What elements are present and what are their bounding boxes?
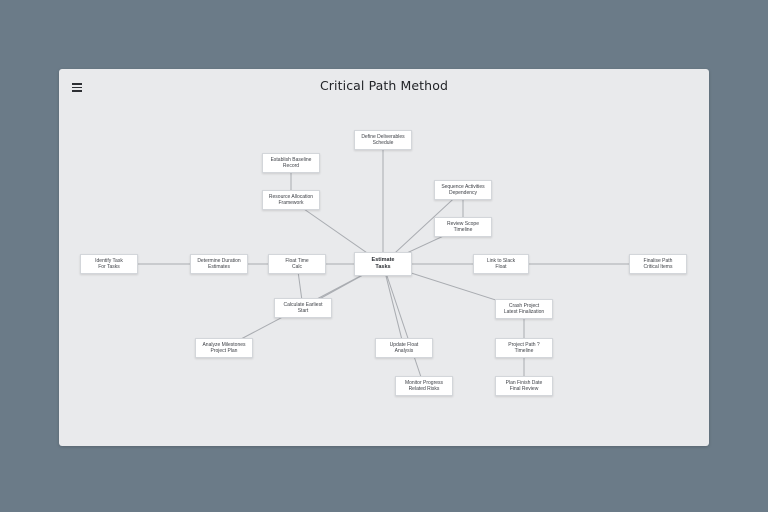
node-label: Review Scope Timeline [447, 220, 479, 233]
node-label: Estimate Tasks [371, 257, 395, 270]
node-label: Determine Duration Estimates [197, 257, 241, 270]
node-label: Float Time Calc [285, 257, 309, 270]
diagram-node-l3[interactable]: Float Time Calc [268, 254, 326, 274]
hamburger-menu-icon[interactable] [70, 80, 84, 94]
diagram-node-top[interactable]: Define Deliverables Schedule [354, 130, 412, 150]
diagram-node-br3[interactable]: Plan Finish Date Final Review [495, 376, 553, 396]
diagram-node-l2[interactable]: Determine Duration Estimates [190, 254, 248, 274]
diagram-node-ur1[interactable]: Sequence Activities Dependency [434, 180, 492, 200]
node-label: Establish Baseline Record [270, 156, 312, 169]
diagram-node-ul2[interactable]: Resource Allocation Framework [262, 190, 320, 210]
diagram-node-center[interactable]: Estimate Tasks [354, 252, 412, 276]
diagram-node-bl[interactable]: Analyze Milestones Project Plan [195, 338, 253, 358]
diagram-node-ml[interactable]: Calculate Earliest Start [274, 298, 332, 318]
node-label: Identify Task For Tasks [95, 257, 123, 270]
node-label: Project Path ? Timeline [508, 341, 540, 354]
edge-center-bc1 [382, 263, 405, 349]
diagram-node-r1[interactable]: Link to Slack Float [473, 254, 529, 274]
node-label: Link to Slack Float [486, 257, 516, 270]
diagram-node-bc1[interactable]: Update Float Analysis [375, 338, 433, 358]
node-label: Monitor Progress Related Risks [404, 379, 444, 392]
diagram-node-br1[interactable]: Crash Project Latest Finalization [495, 299, 553, 319]
edge-center-ur1 [382, 189, 464, 265]
node-label: Analyze Milestones Project Plan [202, 341, 246, 354]
diagram-node-l1[interactable]: Identify Task For Tasks [80, 254, 138, 274]
page-title: Critical Path Method [319, 78, 448, 93]
diagram-node-r2[interactable]: Finalise Path Critical Items [629, 254, 687, 274]
diagram-node-br2[interactable]: Project Path ? Timeline [495, 338, 553, 358]
node-label: Sequence Activities Dependency [441, 183, 485, 196]
node-label: Update Float Analysis [389, 341, 419, 354]
node-label: Calculate Earliest Start [283, 301, 323, 314]
node-label: Crash Project Latest Finalization [503, 302, 545, 315]
edge-center-bc2 [382, 263, 425, 387]
diagram-node-ur2[interactable]: Review Scope Timeline [434, 217, 492, 237]
diagram-node-bc2[interactable]: Monitor Progress Related Risks [395, 376, 453, 396]
diagram-window: Critical Path Method Estimate Tasks Defin… [59, 69, 709, 446]
node-label: Resource Allocation Framework [268, 193, 314, 206]
node-label: Plan Finish Date Final Review [505, 379, 543, 392]
node-label: Define Deliverables Schedule [361, 133, 405, 146]
diagram-node-ul1[interactable]: Establish Baseline Record [262, 153, 320, 173]
node-label: Finalise Path Critical Items [643, 257, 673, 270]
